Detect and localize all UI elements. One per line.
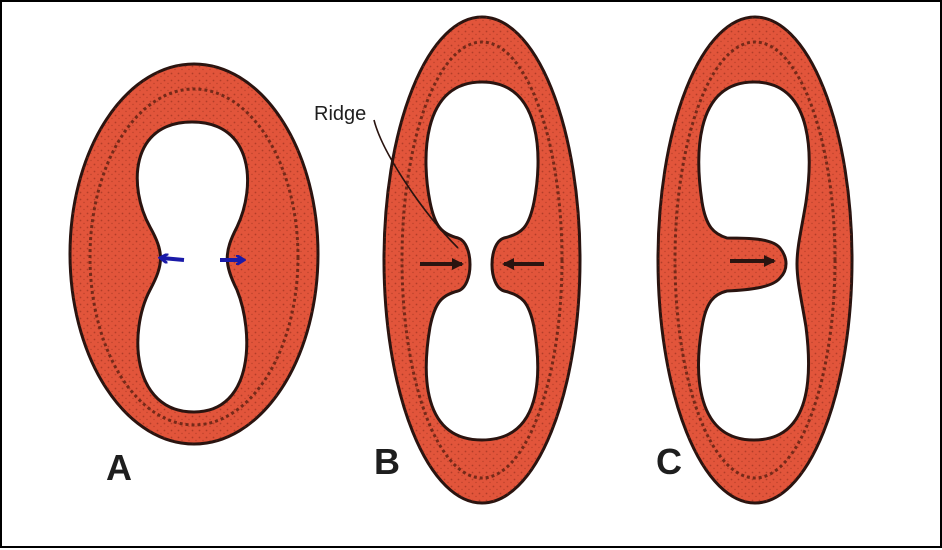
blue-arrow-left [162, 258, 184, 260]
panel-label-c: C [656, 441, 682, 482]
panel-label-a: A [106, 447, 132, 488]
panel-c: C [656, 17, 852, 503]
panel-a: A [70, 64, 318, 488]
panel-label-b: B [374, 441, 400, 482]
ridge-label: Ridge [314, 103, 366, 125]
panel-b: Ridge B [314, 17, 580, 503]
